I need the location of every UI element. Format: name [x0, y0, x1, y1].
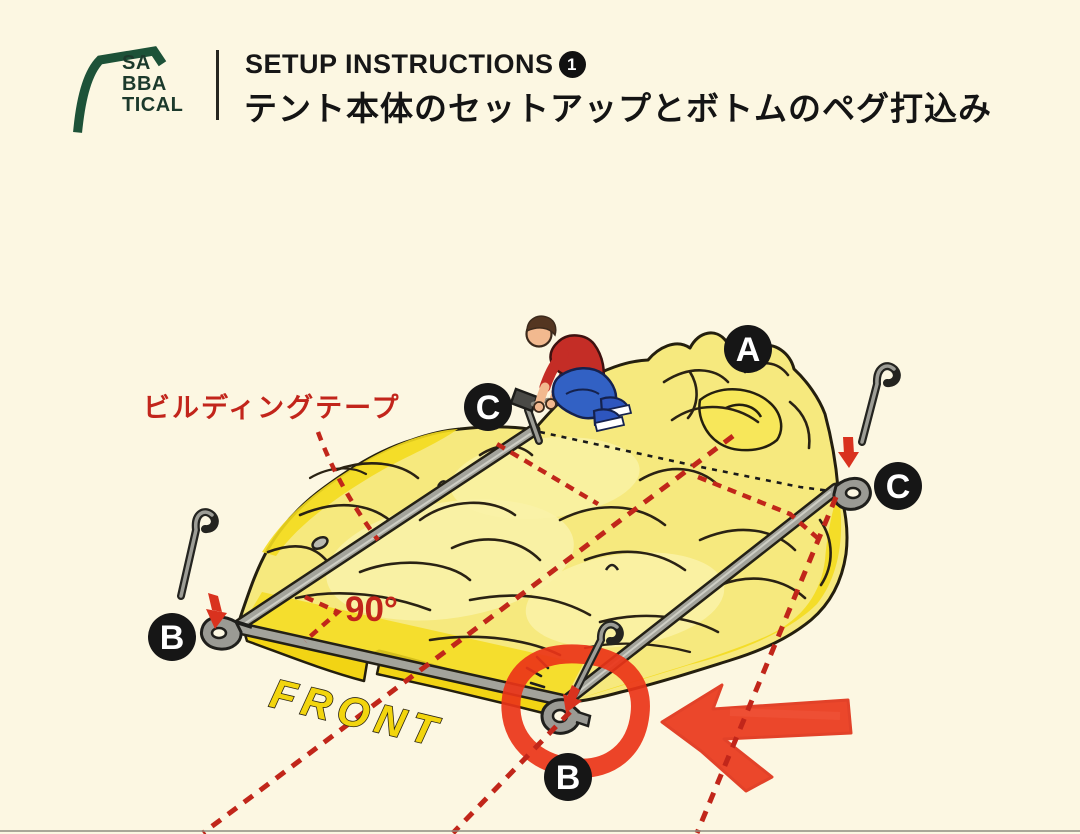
peg-direction-arrow-b-left [206, 593, 227, 629]
marker-b-left: B [148, 613, 196, 661]
building-tape-left [234, 426, 538, 630]
arrow-marker-streak [729, 708, 841, 720]
right-angle-mark-b-left [303, 594, 343, 643]
guyline-b-bottom [451, 710, 572, 834]
pegs [177, 362, 901, 704]
red-guide-lines [201, 431, 839, 834]
tent-vent-pile [698, 388, 783, 452]
right-angle-mark-far-corner [697, 474, 823, 543]
marker-b-left-letter: B [160, 619, 185, 657]
marker-a: A [724, 325, 772, 373]
logo-wordmark: SA BBA TICAL [122, 53, 183, 116]
peg-b-left [177, 508, 219, 600]
person-kneeling [509, 315, 633, 445]
highlight-arrow [660, 683, 853, 793]
marker-c-right-letter: C [886, 468, 911, 506]
page-title-ja: テント本体のセットアップとボトムのペグ打込み [244, 90, 992, 127]
mallet-head [509, 387, 539, 413]
peg-b-bottom [567, 620, 624, 704]
building-tape-label: ビルディングテープ [143, 392, 401, 423]
logo-line: TICAL [122, 94, 184, 116]
ridge-dotted-line [539, 430, 831, 493]
guyline-c-right [694, 496, 839, 834]
tape-keeper-loop [311, 535, 329, 551]
title-en-text: SETUP INSTRUCTIONS [245, 49, 554, 79]
marker-c-top-letter: C [476, 389, 501, 427]
logo-line: BBA [122, 73, 167, 95]
logo-bracket-icon [73, 46, 167, 133]
header-divider [216, 50, 219, 120]
marker-c-right: C [874, 462, 922, 510]
marker-b-bottom: B [544, 753, 592, 801]
guyline-diagonal [201, 433, 735, 834]
small-red-arrows [206, 437, 859, 713]
logo-line: SA [122, 52, 151, 74]
jeans-crease [565, 388, 600, 395]
fabric-tab [604, 563, 620, 571]
page-title-en: SETUP INSTRUCTIONS 1 [245, 49, 586, 80]
corner-buckle-c-right [832, 476, 872, 511]
peg-c-right [858, 362, 901, 446]
person-hair [526, 315, 557, 337]
marker-b-bottom-letter: B [556, 759, 581, 797]
tent-shade-left [262, 429, 458, 556]
diagonal-segment-c-top [495, 442, 600, 506]
tent-shade-front [241, 592, 583, 699]
peg-direction-arrow-c-right [838, 437, 859, 468]
tent-skirt-flap-left [242, 629, 370, 683]
fold-line [725, 403, 763, 418]
tent-shade-right [575, 492, 842, 700]
person-hand [545, 398, 557, 410]
angle-label: 90° [345, 590, 398, 629]
person-hand [533, 401, 545, 413]
tape-highlight [243, 433, 531, 625]
peg-direction-arrow-b-bottom [563, 685, 582, 713]
step-number-badge: 1 [558, 51, 586, 78]
marker-a-letter: A [736, 331, 761, 369]
header: SA BBA TICAL SETUP INSTRUCTIONS 1 テント本体の… [0, 0, 1080, 150]
building-tape-label-connector [315, 431, 380, 542]
marker-badges: A C C B B [148, 325, 922, 801]
peg-c-top [526, 408, 541, 443]
page-bottom-edge [0, 830, 1080, 832]
shoe-sole-front [593, 415, 626, 433]
marker-c-top: C [464, 383, 512, 431]
